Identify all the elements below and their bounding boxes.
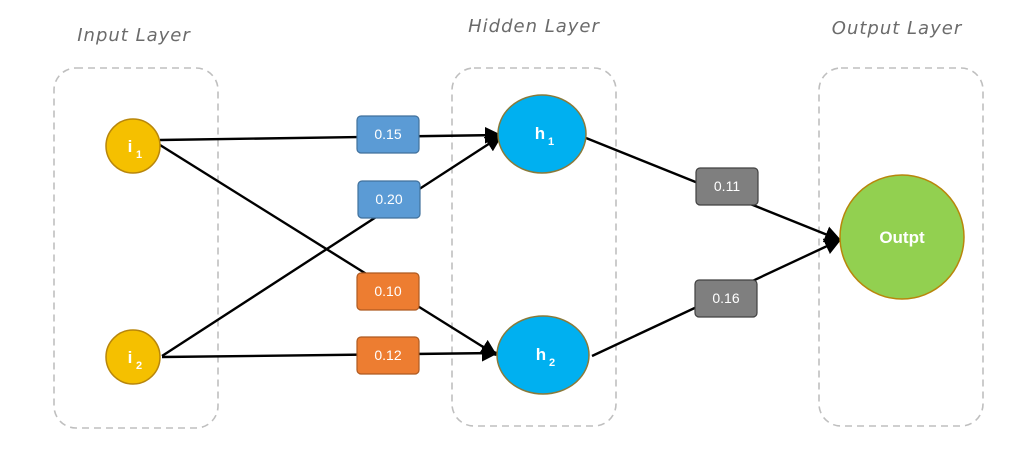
node-label: Outpt: [879, 228, 925, 247]
node-circle: [497, 94, 587, 174]
weight-box: [356, 272, 420, 311]
weight-box: [695, 167, 759, 206]
node-circle: [105, 118, 161, 174]
input-layer-title: Input Layer: [77, 25, 191, 46]
weight-box: [356, 336, 420, 375]
node-subscript: 2: [549, 357, 555, 369]
hidden-node-h2: h 2: [496, 315, 590, 395]
hidden-node-h1: h 1: [497, 94, 587, 174]
hidden-layer-title: Hidden Layer: [468, 16, 600, 37]
weight-value: 0.10: [374, 283, 401, 299]
node-label: h: [535, 124, 545, 143]
node-label: i: [128, 137, 133, 156]
weight-box: [356, 115, 420, 154]
node-subscript: 1: [548, 136, 554, 148]
weight-i1-h2: 0.10: [356, 272, 420, 311]
edge-i2-h2: [161, 344, 499, 362]
input-layer-box: [53, 67, 219, 429]
node-circle: [496, 315, 590, 395]
weight-value: 0.12: [374, 347, 401, 363]
weight-value: 0.11: [714, 178, 740, 194]
hidden-layer-box: [451, 67, 617, 427]
weight-value: 0.16: [712, 290, 739, 306]
input-node-i1: i 1: [105, 118, 161, 174]
input-node-i2: i 2: [105, 329, 161, 385]
node-subscript: 1: [136, 149, 142, 161]
weight-i1-h1: 0.15: [356, 115, 420, 154]
node-label: i: [128, 348, 133, 367]
node-circle: [105, 329, 161, 385]
node-subscript: 2: [136, 360, 142, 372]
weight-box: [357, 180, 421, 219]
edge-i2-h1: [161, 134, 503, 358]
output-layer-title: Output Layer: [832, 18, 963, 39]
weight-i2-h1: 0.20: [357, 180, 421, 219]
node-circle: [839, 174, 965, 300]
weight-box: [694, 279, 758, 318]
weight-value: 0.20: [375, 191, 402, 207]
edge-i1-h1: [159, 126, 502, 144]
weight-h1-out: 0.11: [695, 167, 759, 206]
node-label: h: [536, 345, 546, 364]
weight-i2-h2: 0.12: [356, 336, 420, 375]
weight-h2-out: 0.16: [694, 279, 758, 318]
output-layer-box: [818, 67, 984, 427]
edge-i1-h2: [159, 143, 498, 357]
output-node: Outpt: [839, 174, 965, 300]
weight-value: 0.15: [374, 126, 401, 142]
